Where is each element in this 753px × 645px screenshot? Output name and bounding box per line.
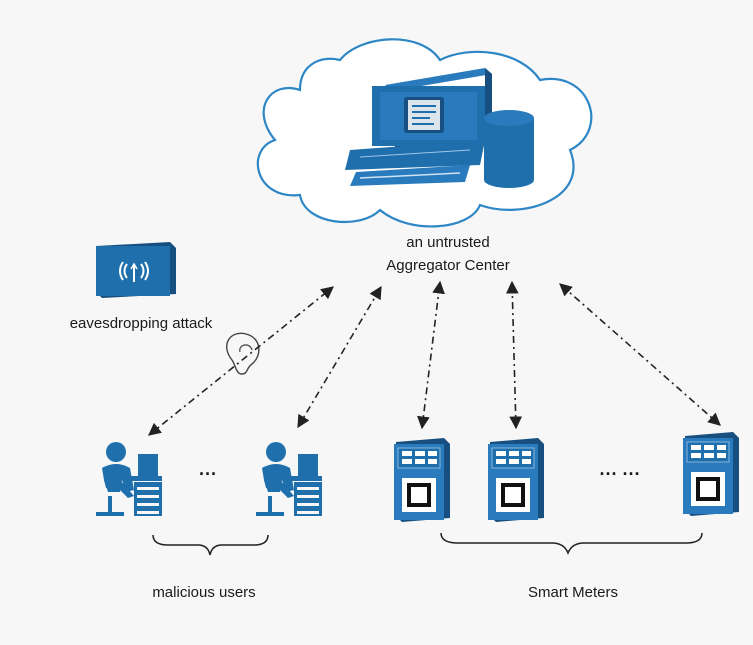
- attack-label: eavesdropping attack: [70, 315, 213, 332]
- arrow-meter2: [505, 280, 523, 430]
- meters-ellipsis: ··· ···: [600, 464, 641, 484]
- user-at-desk-icon: [256, 442, 322, 516]
- connection-arrows: [148, 280, 721, 436]
- computer-with-database-icon: [345, 68, 534, 188]
- users-ellipsis: ···: [199, 464, 217, 484]
- users-group-label: malicious users: [152, 584, 255, 601]
- smart-meter-icon: [487, 437, 545, 523]
- smart-meter-icon: [393, 437, 451, 523]
- arrow-meter3: [559, 283, 721, 426]
- users-brace: [152, 534, 269, 556]
- meters-brace: [440, 532, 703, 556]
- arrow-meter1: [417, 280, 445, 430]
- arrow-user1: [148, 286, 334, 436]
- radio-signal-icon: [96, 242, 176, 298]
- arrow-user2: [297, 285, 382, 429]
- aggregator-title-line2: Aggregator Center: [386, 257, 509, 274]
- user-at-desk-icon: [96, 442, 162, 516]
- smart-meter-icon: [682, 431, 740, 517]
- meters-group-label: Smart Meters: [528, 584, 618, 601]
- aggregator-title-line1: an untrusted: [406, 234, 489, 251]
